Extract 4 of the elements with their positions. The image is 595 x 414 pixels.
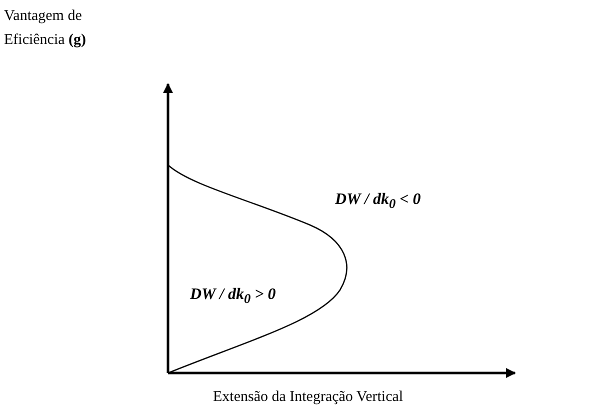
axis-title: Vantagem de Eficiência (g)	[4, 7, 88, 50]
region-label: DW / dk$_{0}$ > 0	[190, 285, 276, 308]
region-label: DW / dk$_{0}$ < 0	[335, 190, 421, 214]
axis-title: Extensão da Integração Vertical	[213, 388, 404, 407]
